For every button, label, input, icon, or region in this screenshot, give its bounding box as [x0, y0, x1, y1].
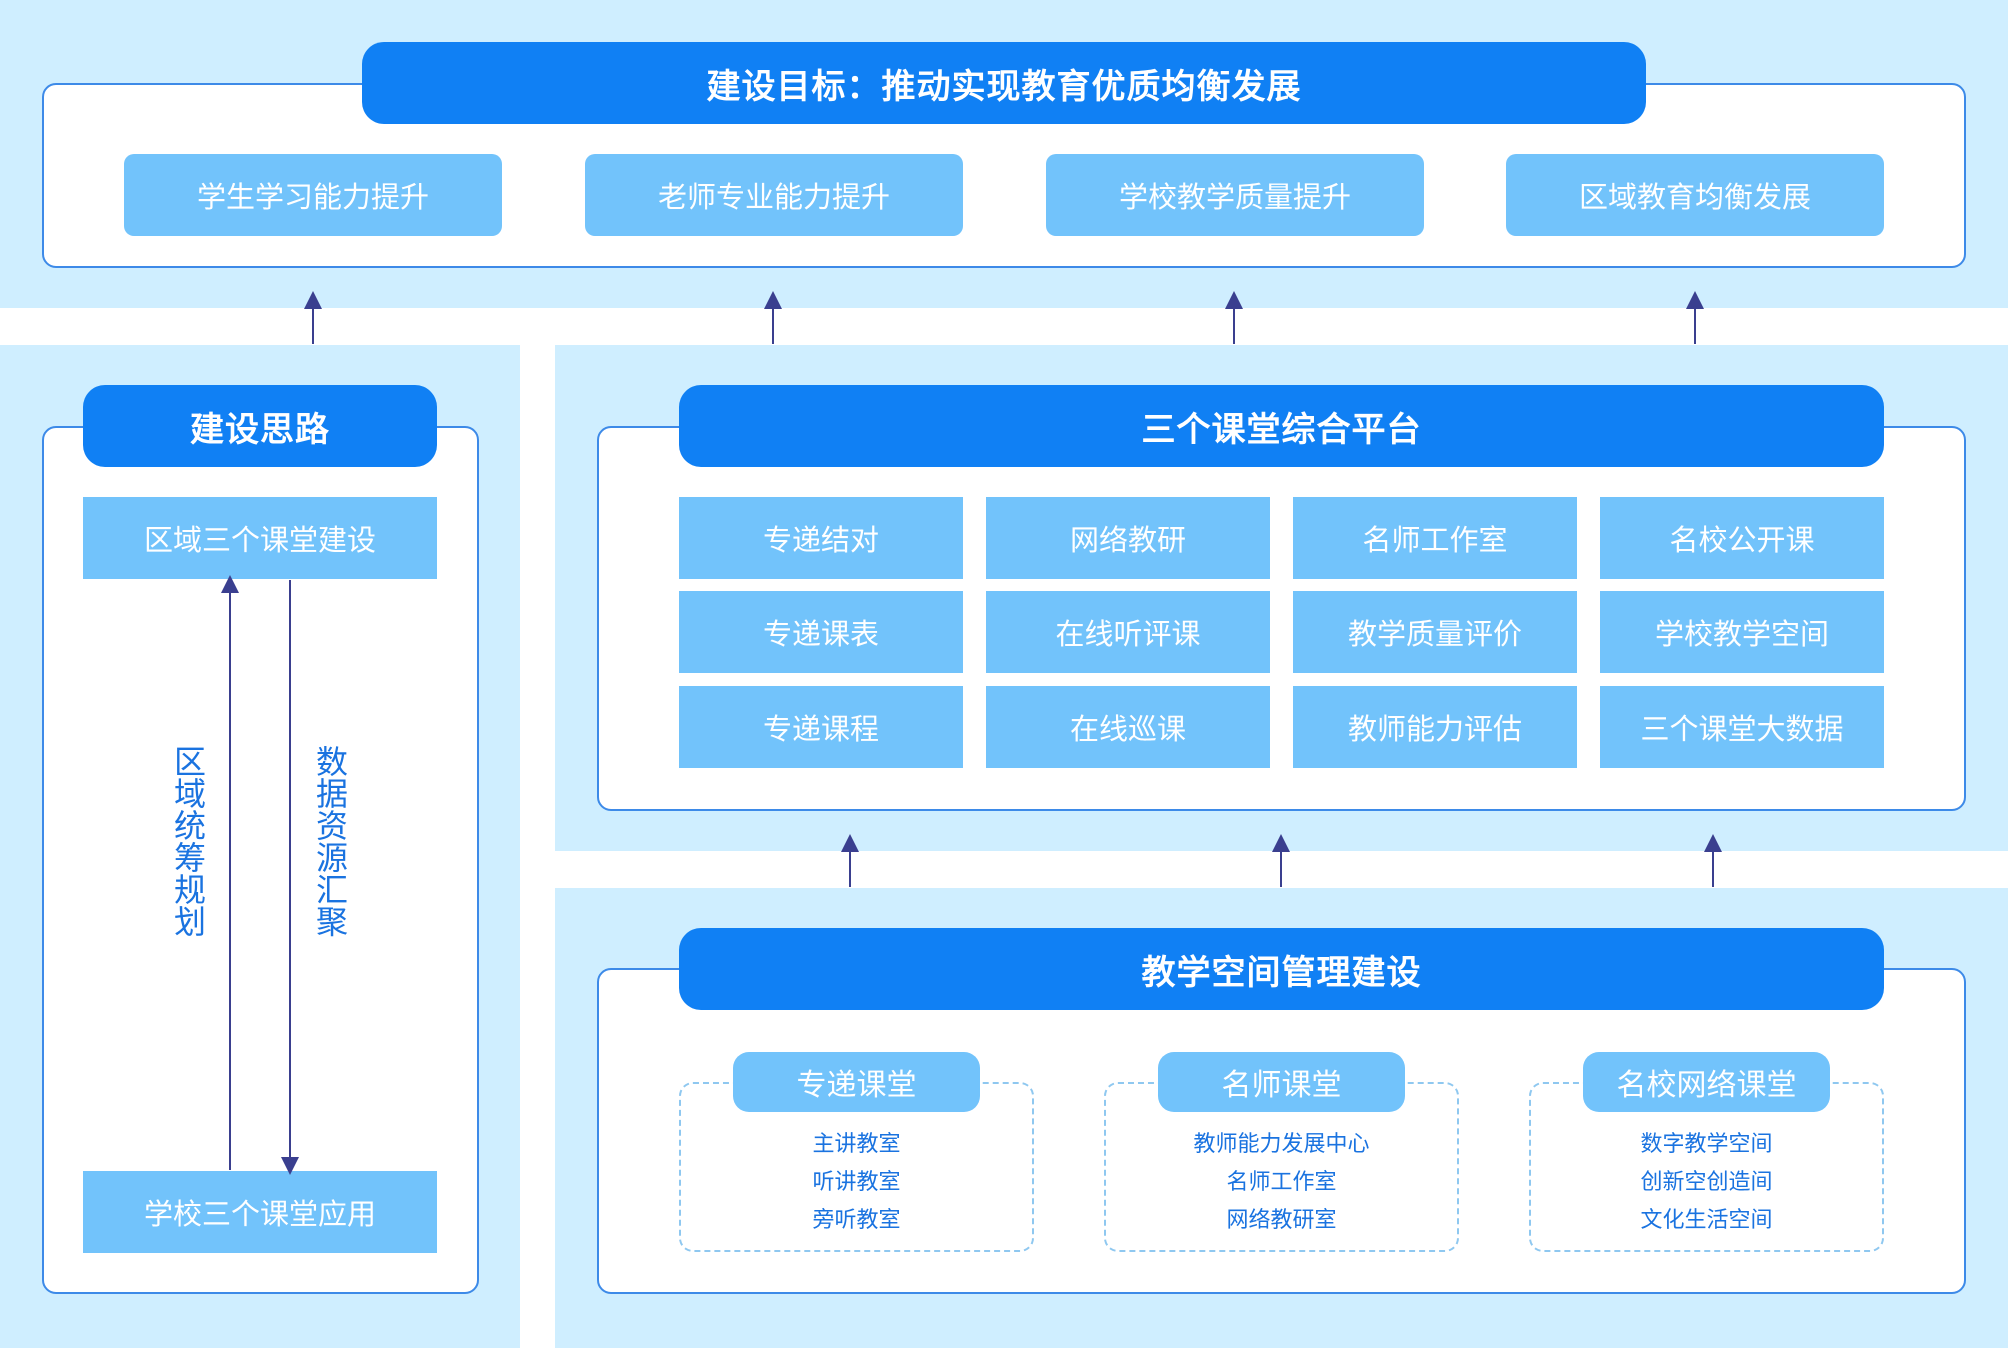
platform-cell: 在线听评课: [986, 591, 1270, 673]
platform-title: 三个课堂综合平台: [679, 385, 1884, 467]
platform-cell: 名师工作室: [1293, 497, 1577, 579]
space-group-label: 名师课堂: [1158, 1052, 1405, 1112]
space-title: 教学空间管理建设: [679, 928, 1884, 1010]
approach-up-label: 区域统筹规划: [169, 745, 207, 937]
space-group-label: 名校网络课堂: [1583, 1052, 1830, 1112]
space-item: 数字教学空间: [1640, 1132, 1773, 1157]
platform-cell: 专递课程: [679, 686, 963, 768]
platform-cell: 在线巡课: [986, 686, 1270, 768]
space-item: 文化生活空间: [1640, 1208, 1773, 1233]
platform-cell: 专递课表: [679, 591, 963, 673]
platform-cell: 教学质量评价: [1293, 591, 1577, 673]
goal-item-teacher: 老师专业能力提升: [585, 154, 963, 236]
space-group-items: 数字教学空间 创新空创造间 文化生活空间: [1529, 1126, 1884, 1240]
space-item: 听讲教室: [812, 1170, 901, 1195]
space-group-items: 主讲教室 听讲教室 旁听教室: [679, 1126, 1034, 1240]
space-item: 创新空创造间: [1640, 1170, 1773, 1195]
space-item: 名师工作室: [1226, 1170, 1337, 1195]
approach-bottom-box: 学校三个课堂应用: [83, 1171, 437, 1253]
goal-title: 建设目标：推动实现教育优质均衡发展: [362, 42, 1646, 124]
goal-item-student: 学生学习能力提升: [124, 154, 502, 236]
space-item: 主讲教室: [812, 1132, 901, 1157]
platform-cell: 名校公开课: [1600, 497, 1884, 579]
approach-title: 建设思路: [83, 385, 437, 467]
platform-cell: 网络教研: [986, 497, 1270, 579]
space-item: 网络教研室: [1226, 1208, 1337, 1233]
platform-cell: 学校教学空间: [1600, 591, 1884, 673]
platform-cell: 三个课堂大数据: [1600, 686, 1884, 768]
space-group-label: 专递课堂: [733, 1052, 980, 1112]
space-group-items: 教师能力发展中心 名师工作室 网络教研室: [1104, 1126, 1459, 1240]
goal-item-school: 学校教学质量提升: [1046, 154, 1424, 236]
goal-item-region: 区域教育均衡发展: [1506, 154, 1884, 236]
approach-down-label: 数据资源汇聚: [311, 745, 349, 937]
space-item: 教师能力发展中心: [1193, 1132, 1370, 1157]
space-item: 旁听教室: [812, 1208, 901, 1233]
platform-cell: 专递结对: [679, 497, 963, 579]
platform-cell: 教师能力评估: [1293, 686, 1577, 768]
approach-top-box: 区域三个课堂建设: [83, 497, 437, 579]
